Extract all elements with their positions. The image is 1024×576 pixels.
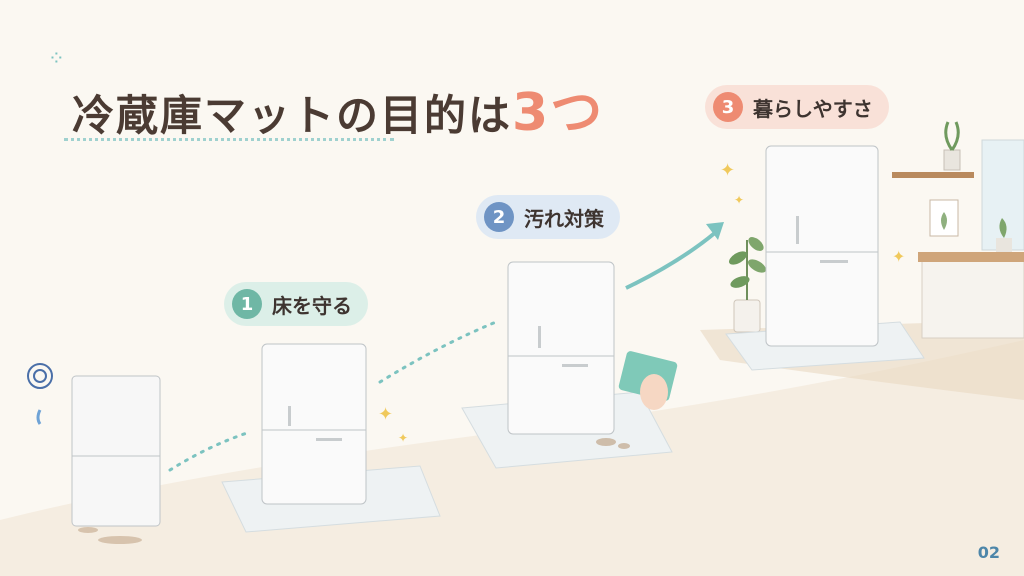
step-badge-1: 1 床を守る <box>224 282 368 326</box>
svg-text:✦: ✦ <box>892 247 905 266</box>
step-label-3: 暮らしやすさ <box>753 96 873 121</box>
svg-text:✦: ✦ <box>378 404 393 425</box>
step-label-2: 汚れ対策 <box>524 206 604 231</box>
accent-sparkle: ⁘ <box>48 46 65 70</box>
page-number: 02 <box>977 543 1000 562</box>
title-underline <box>64 138 394 141</box>
svg-text:✦: ✦ <box>398 431 408 445</box>
step-label-1: 床を守る <box>272 293 352 318</box>
step-badge-2: 2 汚れ対策 <box>476 195 620 239</box>
fridge-illustration-1 <box>261 343 367 505</box>
page-title: 冷蔵庫マットの目的は3つ <box>72 70 604 145</box>
fridge-illustration-2 <box>507 261 678 449</box>
title-main: 冷蔵庫マットの目的は <box>72 91 513 140</box>
step-number-3: 3 <box>713 92 743 122</box>
step-badge-3: 3 暮らしやすさ <box>705 85 889 129</box>
fridge-illustration-0 <box>27 363 161 544</box>
svg-text:✦: ✦ <box>720 160 735 181</box>
title-accent: 3つ <box>512 83 605 143</box>
step-number-1: 1 <box>232 289 262 319</box>
step-number-2: 2 <box>484 202 514 232</box>
kitchen-background <box>892 121 1024 339</box>
svg-text:✦: ✦ <box>734 193 744 207</box>
plant-illustration <box>728 237 767 333</box>
fridge-illustration-3 <box>765 145 879 347</box>
